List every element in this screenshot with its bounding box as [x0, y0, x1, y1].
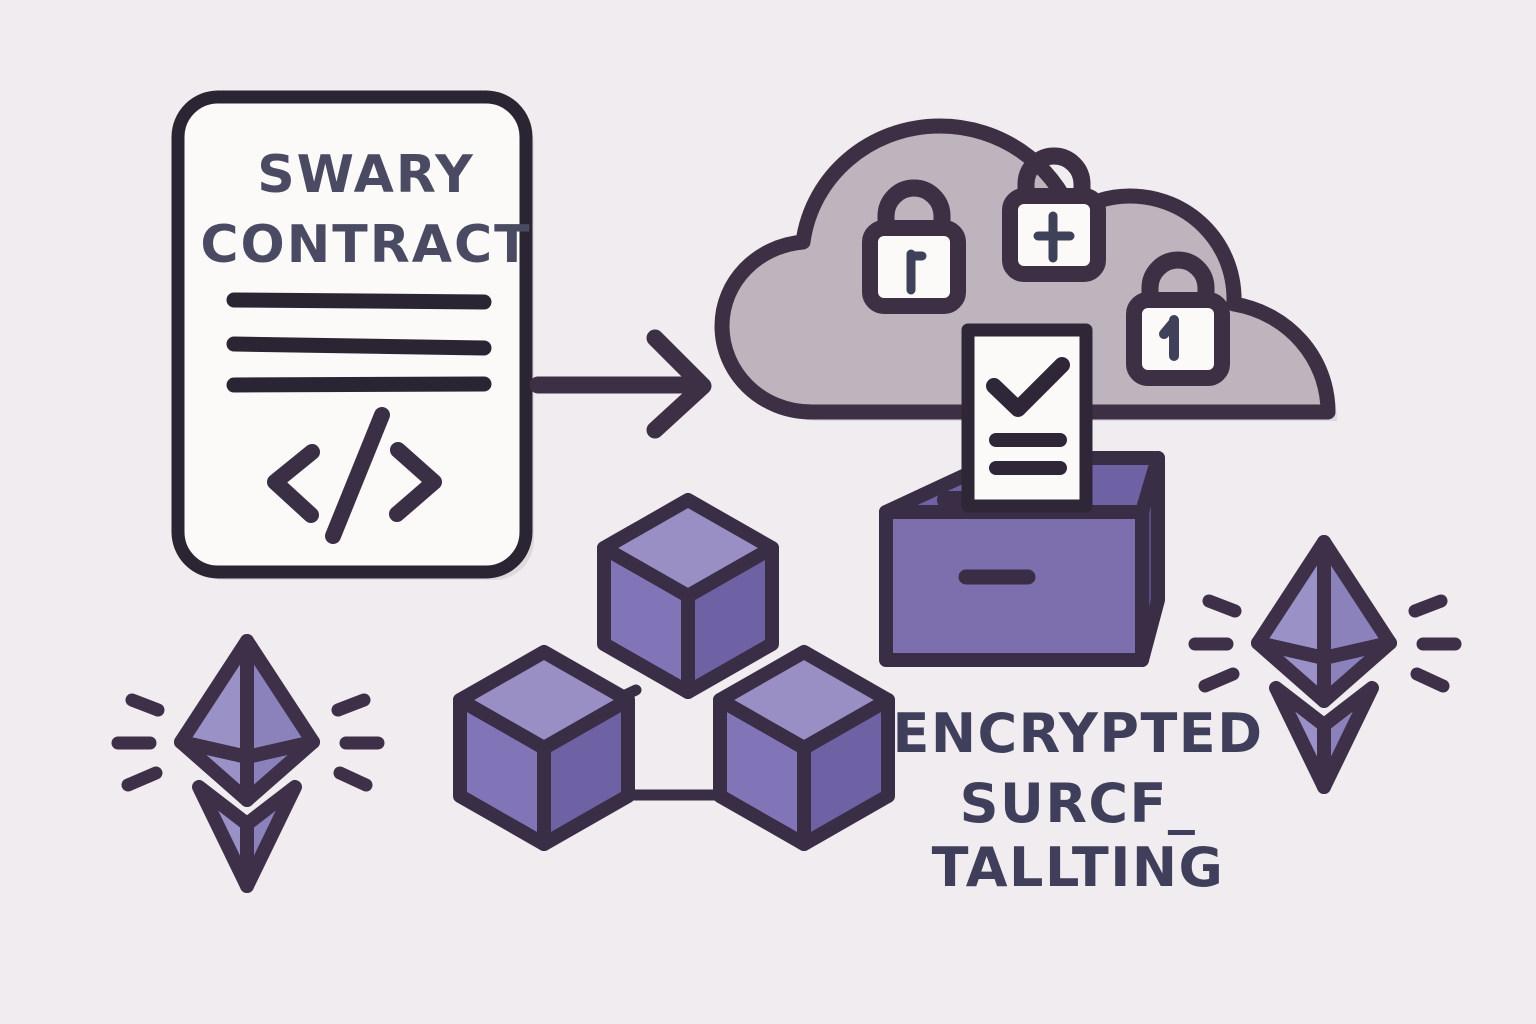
document-line-2 [226, 336, 492, 356]
code-glyph-icon [267, 407, 442, 544]
code-glyph-right-angle [389, 442, 442, 522]
cube-left-right-face [537, 693, 635, 851]
ballot-box[interactable] [879, 323, 1165, 667]
encrypted-vote-tallying-caption: ENCRYPTED SURCF_ TALLTING [892, 702, 1263, 899]
padlock-left-keyhole [906, 249, 927, 295]
eth-right-shine-dashes [1188, 594, 1462, 693]
blockchain-cubes[interactable] [453, 493, 895, 851]
code-glyph-slash [325, 407, 390, 544]
caption-line-1: ENCRYPTED [892, 702, 1263, 765]
eth-left-shine-3 [121, 766, 163, 792]
padlock-center-shackle [1017, 147, 1091, 211]
padlock-left-shackle [877, 179, 951, 243]
ballot-checkmark-icon [986, 357, 1070, 417]
eth-right-shine-3 [1198, 667, 1240, 693]
document-line-1 [226, 292, 492, 310]
caption-line-2: SURCF_ [960, 772, 1197, 835]
document-title-line-1: SWARY [257, 145, 475, 205]
arrow-head [646, 329, 712, 439]
ballot-box-front [879, 505, 1149, 667]
cube-right-right-face [797, 693, 895, 851]
padlock-right-icon [1126, 251, 1230, 386]
eth-left-lower-right-facet [240, 735, 320, 807]
cube-top [597, 493, 779, 699]
padlock-center-icon [1002, 147, 1106, 282]
eth-right-shine-1 [1202, 594, 1242, 618]
document-line-3 [226, 376, 492, 393]
caption-line-3: TALLTING [932, 836, 1225, 899]
eth-right-bottom-right-facet [1317, 681, 1379, 794]
cube-top-right-face [681, 541, 779, 699]
eth-left-bottom-right-facet [240, 780, 302, 893]
padlock-right-shackle [1141, 251, 1215, 315]
padlock-right-keyhole [1159, 315, 1179, 361]
eth-left-shine-1 [125, 693, 165, 717]
code-glyph-left-angle [267, 444, 320, 523]
eth-left-shine-6 [333, 766, 373, 792]
smart-contract-document[interactable]: SWARY CONTRACT [171, 90, 534, 580]
document-body-lines [226, 292, 492, 393]
flow-arrow [529, 329, 712, 439]
ethereum-logo-right[interactable] [1188, 535, 1462, 794]
ethereum-logo-left[interactable] [111, 634, 385, 893]
padlock-left-icon [862, 179, 966, 314]
eth-right-shine-6 [1410, 667, 1450, 693]
padlock-center-keyhole [1033, 211, 1075, 263]
eth-right-shine-4 [1408, 594, 1448, 618]
ballot-paper [961, 323, 1093, 513]
eth-right-lower-right-facet [1317, 636, 1397, 708]
eth-left-shine-dashes [111, 693, 385, 792]
document-card [171, 90, 533, 579]
document-title-line-2: CONTRACT [200, 215, 531, 275]
cube-left [453, 645, 635, 851]
cube-right [713, 645, 895, 851]
eth-left-shine-4 [331, 693, 371, 717]
secure-cloud[interactable] [714, 118, 1337, 421]
